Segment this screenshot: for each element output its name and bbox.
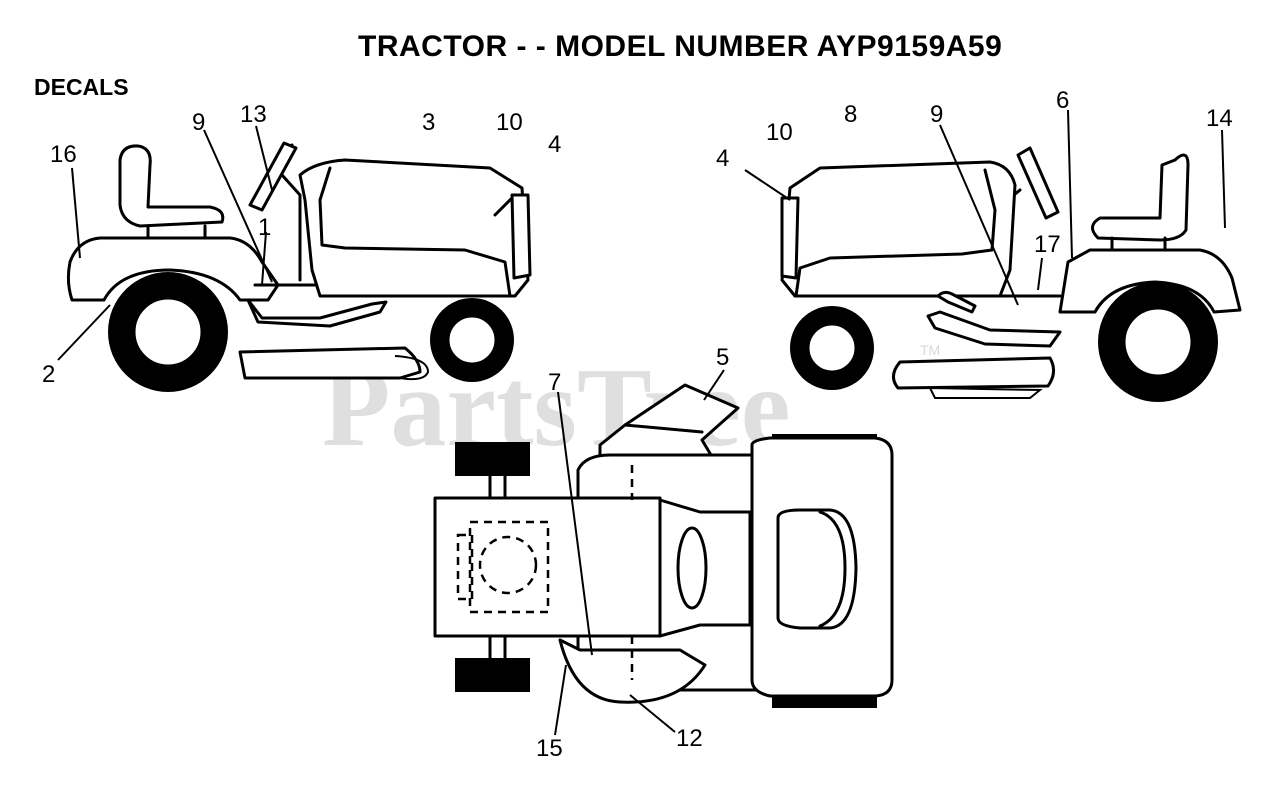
callout-3: 3 <box>422 109 435 136</box>
left-view-callouts: 16 9 13 1 3 10 4 2 <box>42 101 561 388</box>
callout-12: 12 <box>676 725 703 752</box>
hood <box>298 158 530 298</box>
hood-top <box>433 496 662 638</box>
watermark-trademark: TM <box>920 342 940 358</box>
callout-6: 6 <box>1056 87 1069 114</box>
callout-5: 5 <box>716 344 729 371</box>
callout-8: 8 <box>844 101 857 128</box>
rear-fender <box>1058 248 1242 314</box>
callout-4: 4 <box>716 145 729 172</box>
callout-10: 10 <box>766 119 793 146</box>
top-view-callouts: 5 7 15 12 <box>536 344 729 762</box>
seat <box>118 144 225 228</box>
rear-fender <box>66 236 280 302</box>
callout-13: 13 <box>240 101 267 128</box>
callout-1: 1 <box>258 214 271 241</box>
callout-17: 17 <box>1034 231 1061 258</box>
callout-10: 10 <box>496 109 523 136</box>
callout-14: 14 <box>1206 105 1233 132</box>
right-view-callouts: 4 10 8 9 6 14 17 <box>716 87 1233 258</box>
tractor-left-side-view <box>57 125 532 392</box>
callout-4: 4 <box>548 131 561 158</box>
seat-top <box>776 508 858 630</box>
callout-16: 16 <box>50 141 77 168</box>
callout-15: 15 <box>536 735 563 762</box>
section-label: DECALS <box>34 74 129 100</box>
mower-deck <box>238 346 422 380</box>
tractor-top-view <box>433 369 894 736</box>
callout-7: 7 <box>548 369 561 396</box>
callout-2: 2 <box>42 361 55 388</box>
diagram-title: TRACTOR - - MODEL NUMBER AYP9159A59 <box>358 30 1003 63</box>
mower-deck <box>892 356 1055 390</box>
tractor-right-side-view <box>744 109 1242 402</box>
seat <box>1091 153 1190 242</box>
callout-9: 9 <box>192 109 205 136</box>
callout-9: 9 <box>930 101 943 128</box>
hood <box>780 160 1017 298</box>
